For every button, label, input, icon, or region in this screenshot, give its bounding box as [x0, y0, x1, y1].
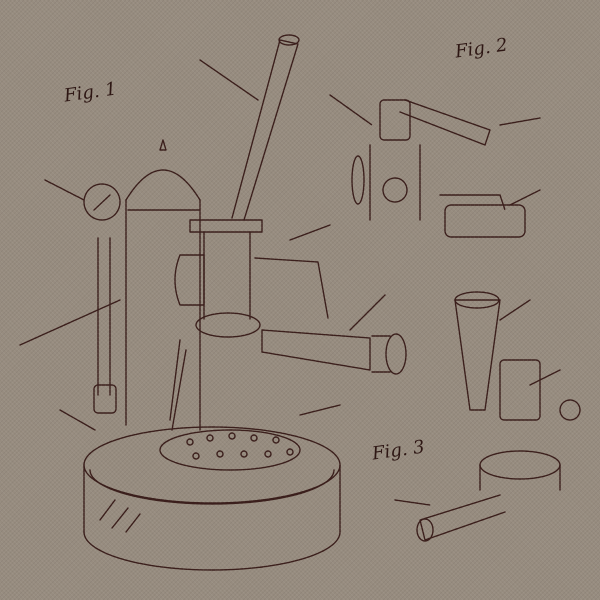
- portafilter-handle: [169, 329, 407, 431]
- figure-2-group-head: [351, 99, 526, 238]
- callout-leaders: [19, 59, 561, 506]
- figure-3-group-head: [416, 291, 581, 542]
- pressure-gauge: [83, 183, 121, 414]
- machine-base: [83, 426, 341, 571]
- drip-tray-holes: [186, 432, 294, 460]
- group-head: [174, 34, 329, 338]
- boiler: [125, 139, 201, 431]
